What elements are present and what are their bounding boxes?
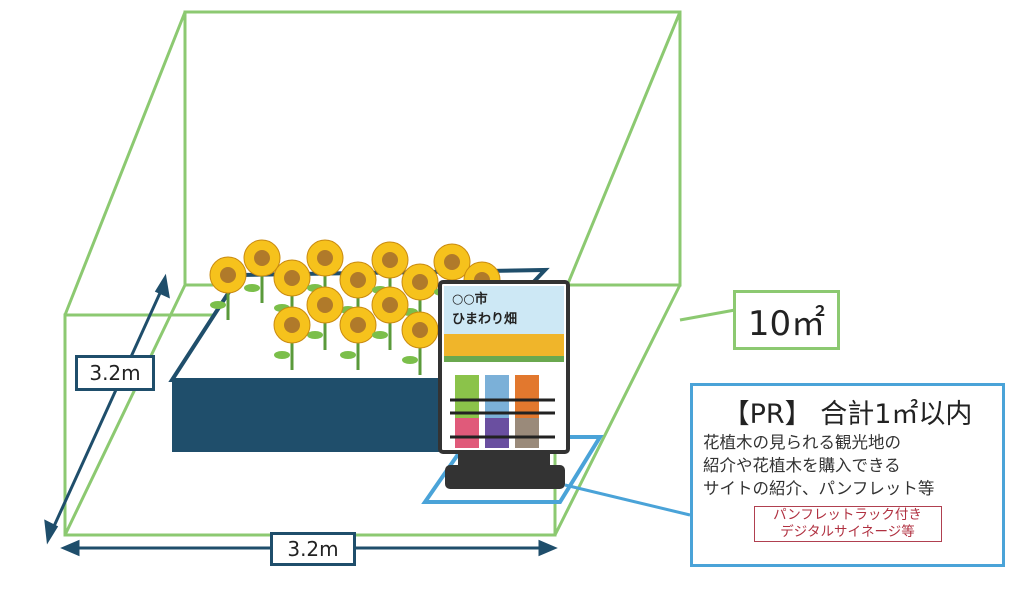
sunflower: [306, 286, 344, 350]
area-label: 10㎡: [733, 290, 840, 350]
dimension-arrows: [44, 273, 558, 557]
depth-dimension-label: 3.2m: [75, 355, 155, 391]
pr-description-line: 紹介や花植木を購入できる: [703, 456, 901, 475]
pr-note-line: デジタルサイネージ等: [780, 524, 915, 540]
pr-note-line: パンフレットラック付き: [773, 507, 922, 523]
sign-line-1: ○○市: [452, 292, 488, 307]
sunflower: [273, 306, 311, 370]
pr-description-line: サイトの紹介、パンフレット等: [703, 479, 935, 498]
pr-callout: 【PR】 合計1㎡以内 花植木の見られる観光地の 紹介や花植木を購入できる サイ…: [690, 383, 1005, 567]
sunflower: [339, 306, 377, 370]
sunflower: [371, 286, 409, 350]
pr-description: 花植木の見られる観光地の 紹介や花植木を購入できる サイトの紹介、パンフレット等: [703, 431, 992, 500]
sunflower: [401, 311, 439, 375]
sign-line-2: ひまわり畑: [452, 312, 518, 327]
pr-note: パンフレットラック付き デジタルサイネージ等: [753, 506, 942, 542]
signage-screen-text: ○○市 ひまわり畑: [452, 290, 517, 330]
sunflower: [209, 256, 247, 320]
width-dimension-label: 3.2m: [270, 532, 356, 566]
pr-description-line: 花植木の見られる観光地の: [703, 433, 901, 452]
sunflower: [243, 239, 281, 303]
pr-floor-area: [421, 435, 604, 504]
sunflower: [371, 241, 409, 305]
pr-heading: 【PR】 合計1㎡以内: [722, 399, 973, 430]
digital-signage: [438, 280, 570, 489]
